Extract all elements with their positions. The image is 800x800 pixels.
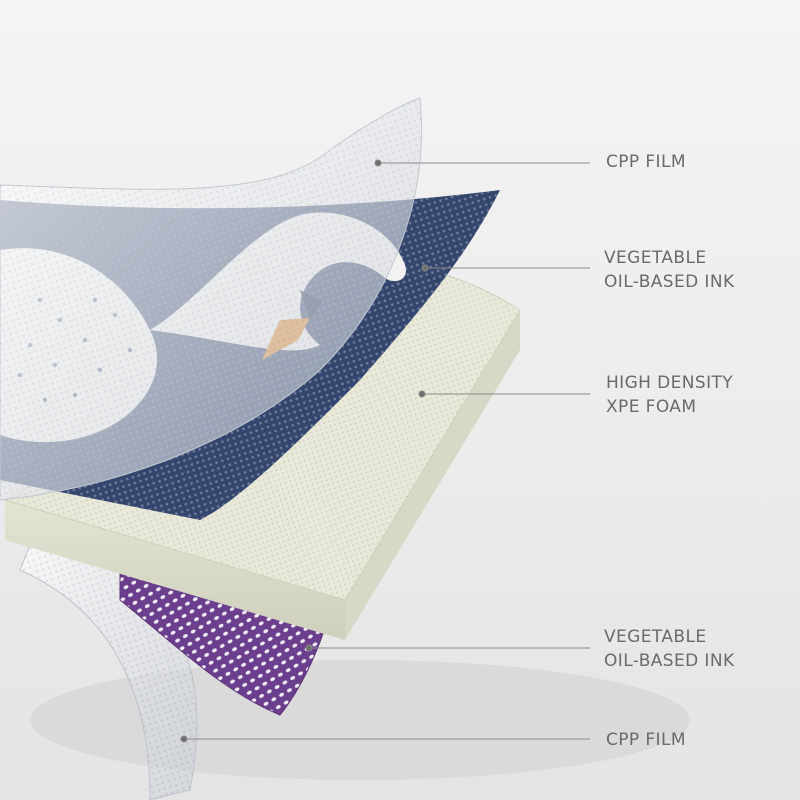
foam-side <box>5 500 345 640</box>
label-xpe-foam: HIGH DENSITY XPE FOAM <box>606 373 734 417</box>
label-top-ink: VEGETABLE OIL-BASED INK <box>604 248 735 292</box>
bottom-cpp-film-mesh <box>20 520 197 800</box>
top-cpp-film-mesh <box>0 98 422 500</box>
foam-edge <box>345 310 520 640</box>
leader-lines <box>180 159 590 743</box>
label-top-cpp-film: CPP FILM <box>606 152 686 172</box>
label-bottom-cpp-film: CPP FILM <box>606 730 686 750</box>
label-bottom-ink: VEGETABLE OIL-BASED INK <box>604 627 735 671</box>
